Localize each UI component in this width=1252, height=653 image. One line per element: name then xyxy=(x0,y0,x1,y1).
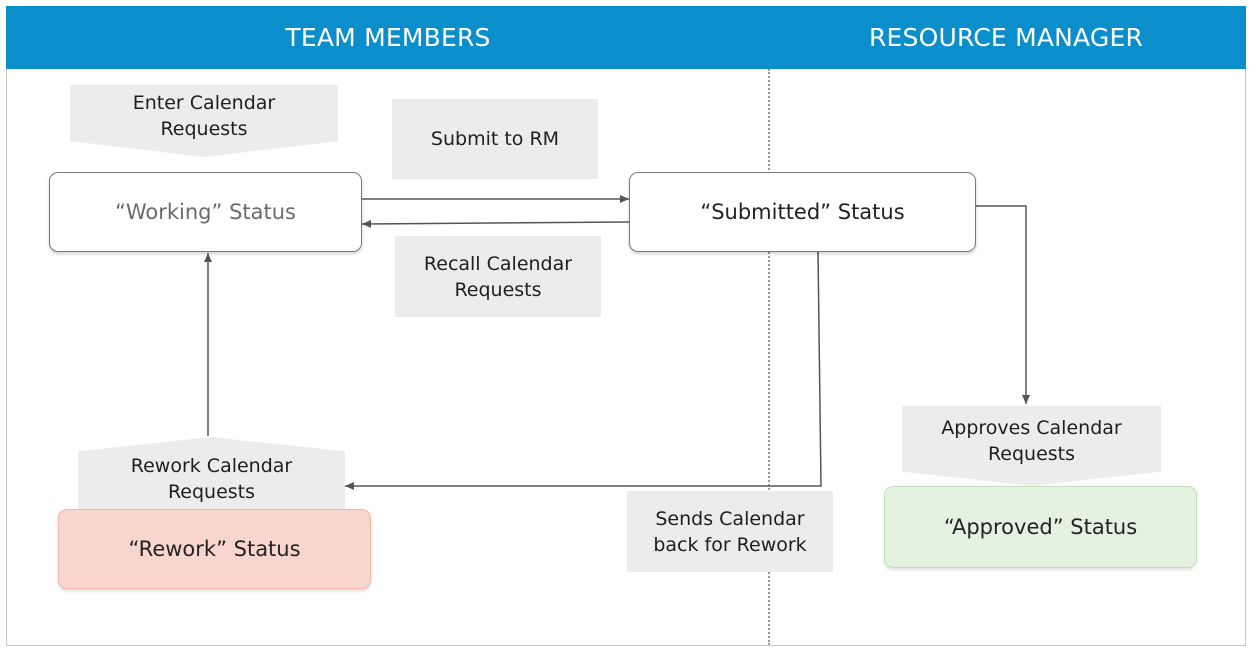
action-rework-label: Rework Calendar Requests xyxy=(130,455,293,503)
lane-title-team-members: TEAM MEMBERS xyxy=(285,23,491,52)
lane-header xyxy=(6,6,1246,69)
action-enter-label: Enter Calendar Requests xyxy=(132,92,276,140)
action-approves-calendar-requests: Approves Calendar Requests xyxy=(902,406,1161,486)
arrow-submitted-to-rework xyxy=(345,251,822,490)
status-approved: “Approved” Status xyxy=(884,486,1197,568)
status-submitted-label: “Submitted” Status xyxy=(700,200,905,224)
status-rework: “Rework” Status xyxy=(58,509,371,589)
status-working-label: “Working” Status xyxy=(114,200,296,224)
arrow-submitted-to-working xyxy=(361,219,630,228)
lane-divider xyxy=(768,69,770,645)
lane-title-resource-manager: RESOURCE MANAGER xyxy=(868,23,1144,52)
action-approves-label: Approves Calendar Requests xyxy=(941,417,1122,465)
action-rework-calendar-requests: Rework Calendar Requests xyxy=(78,437,345,509)
arrow-submitted-to-approved xyxy=(976,205,1030,404)
status-rework-label: “Rework” Status xyxy=(128,537,301,561)
action-enter-calendar-requests: Enter Calendar Requests xyxy=(70,85,338,157)
action-sends-label: Sends Calendar back for Rework xyxy=(653,507,807,556)
action-recall-calendar-requests: Recall Calendar Requests xyxy=(395,236,601,317)
status-submitted: “Submitted” Status xyxy=(629,172,976,252)
action-submit-label: Submit to RM xyxy=(430,128,560,150)
status-working: “Working” Status xyxy=(49,172,362,252)
action-submit-to-rm: Submit to RM xyxy=(392,99,598,179)
action-recall-label: Recall Calendar Requests xyxy=(423,252,573,301)
status-approved-label: “Approved” Status xyxy=(943,515,1138,539)
action-sends-back-for-rework: Sends Calendar back for Rework xyxy=(627,491,833,572)
